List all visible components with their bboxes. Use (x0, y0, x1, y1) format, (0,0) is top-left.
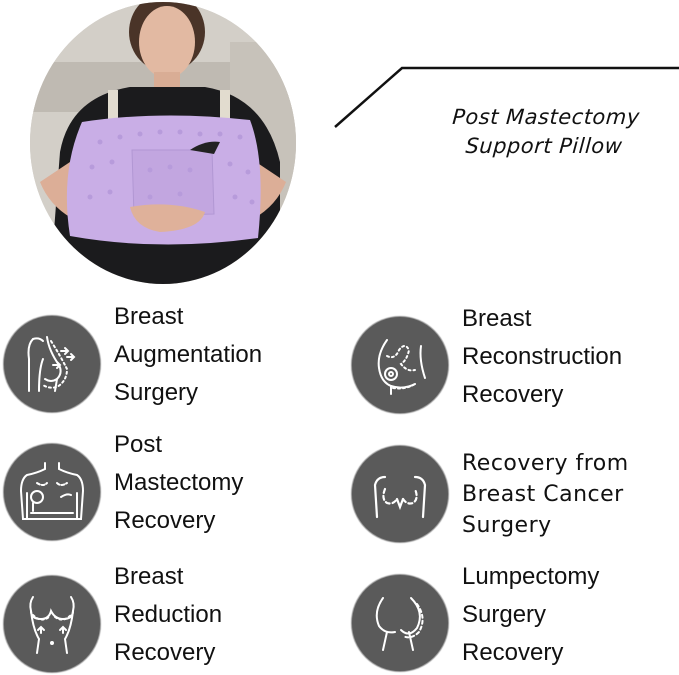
feature-label: Breast Augmentation Surgery (114, 298, 262, 412)
feature-post-mastectomy: Post Mastectomy Recovery (4, 426, 243, 540)
feature-label-line: Breast Cancer (462, 481, 624, 507)
feature-label-line: Lumpectomy (462, 563, 600, 590)
lumpectomy-icon (352, 575, 448, 671)
product-photo (30, 2, 296, 284)
feature-label-line: Augmentation (114, 341, 263, 368)
feature-label: Post Mastectomy Recovery (114, 426, 243, 540)
title-decorative-line (334, 66, 679, 128)
feature-label-line: Recovery (114, 507, 216, 534)
feature-label-line: Post (114, 431, 163, 458)
feature-lumpectomy: Lumpectomy Surgery Recovery (352, 558, 599, 672)
feature-label-line: Breast (114, 303, 184, 330)
post-mastectomy-icon (4, 444, 100, 540)
feature-breast-cancer-surgery: Recovery from Breast Cancer Surgery (352, 446, 629, 542)
feature-breast-augmentation: Breast Augmentation Surgery (4, 298, 262, 412)
title-line-2: Support Pillow (464, 134, 624, 158)
feature-label-line: Breast (462, 305, 532, 332)
feature-label-line: Surgery (462, 601, 547, 628)
breast-augmentation-icon (4, 316, 100, 412)
feature-label-line: Reconstruction (462, 343, 623, 370)
feature-label: Lumpectomy Surgery Recovery (462, 558, 599, 672)
feature-label-line: Recovery (114, 639, 216, 666)
feature-label-line: Breast (114, 563, 184, 590)
breast-cancer-surgery-icon (352, 446, 448, 542)
feature-label: Breast Reduction Recovery (114, 558, 222, 672)
feature-label-line: Recovery (462, 639, 564, 666)
feature-label-line: Recovery (462, 381, 564, 408)
title-line-1: Post Mastectomy (451, 105, 641, 129)
feature-label-line: Surgery (114, 379, 199, 406)
feature-label-line: Recovery from (462, 450, 629, 476)
feature-breast-reduction: Breast Reduction Recovery (4, 558, 222, 672)
woman-with-pillow-image (30, 2, 296, 284)
feature-label-line: Reduction (114, 601, 223, 628)
breast-reconstruction-icon (352, 317, 448, 413)
feature-label: Recovery from Breast Cancer Surgery (462, 448, 629, 541)
breast-reduction-icon (4, 576, 100, 672)
feature-label-line: Mastectomy (114, 469, 244, 496)
feature-breast-reconstruction: Breast Reconstruction Recovery (352, 300, 622, 414)
feature-label-line: Surgery (462, 512, 552, 538)
feature-label: Breast Reconstruction Recovery (462, 300, 622, 414)
product-title: Post Mastectomy Support Pillow (428, 103, 662, 161)
